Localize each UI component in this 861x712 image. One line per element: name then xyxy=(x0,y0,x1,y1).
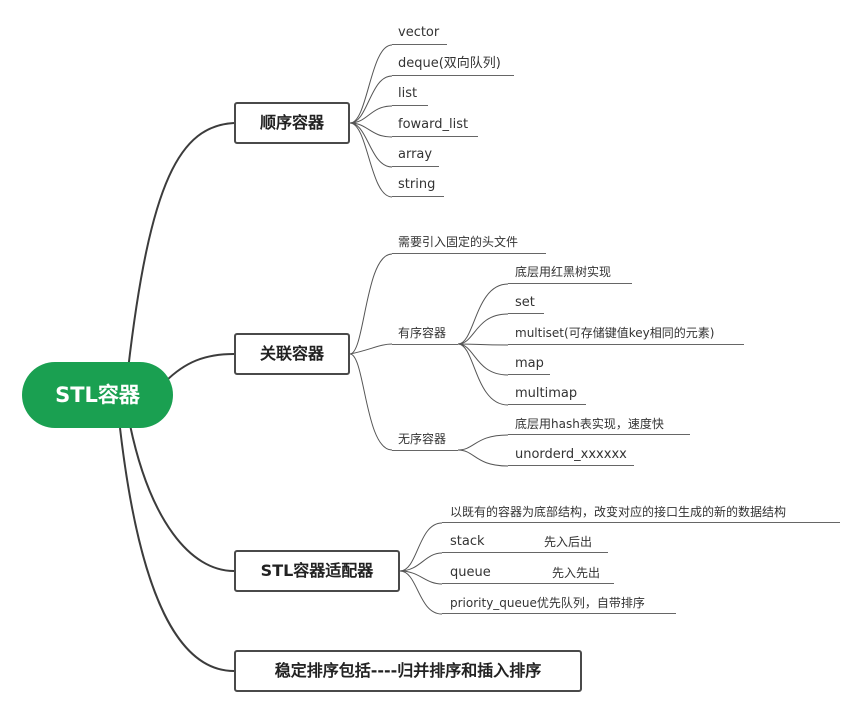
branch-sequence-containers[interactable]: 顺序容器 xyxy=(234,102,350,144)
leaf-queue-note: 先入先出 xyxy=(552,566,601,580)
underline xyxy=(392,105,428,106)
node-unordered-containers[interactable]: 无序容器 xyxy=(398,432,447,446)
underline xyxy=(392,253,546,254)
leaf-array[interactable]: array xyxy=(398,147,433,162)
leaf-stack-note: 先入后出 xyxy=(544,535,593,549)
leaf-string[interactable]: string xyxy=(398,177,436,192)
node-ordered-containers[interactable]: 有序容器 xyxy=(398,326,447,340)
root-node[interactable]: STL容器 xyxy=(22,362,173,428)
leaf-priority-queue[interactable]: priority_queue优先队列，自带排序 xyxy=(450,596,645,610)
branch-stable-sort[interactable]: 稳定排序包括----归并排序和插入排序 xyxy=(234,650,582,692)
underline xyxy=(508,404,586,405)
leaf-list[interactable]: list xyxy=(398,86,418,101)
underline xyxy=(392,344,458,345)
leaf-vector[interactable]: vector xyxy=(398,25,440,40)
branch-container-adapters[interactable]: STL容器适配器 xyxy=(234,550,400,592)
underline xyxy=(442,552,608,553)
leaf-queue[interactable]: queue xyxy=(450,565,491,580)
underline xyxy=(392,75,514,76)
leaf-foward-list[interactable]: foward_list xyxy=(398,117,469,132)
underline xyxy=(392,44,447,45)
leaf-red-black-tree[interactable]: 底层用红黑树实现 xyxy=(515,265,612,279)
leaf-set[interactable]: set xyxy=(515,295,535,310)
underline xyxy=(508,374,550,375)
leaf-hash-table[interactable]: 底层用hash表实现，速度快 xyxy=(515,417,664,431)
underline xyxy=(508,344,744,345)
underline xyxy=(392,196,444,197)
leaf-multiset[interactable]: multiset(可存储键值key相同的元素) xyxy=(515,326,715,340)
underline xyxy=(442,583,614,584)
leaf-header-note[interactable]: 需要引入固定的头文件 xyxy=(398,235,519,249)
underline xyxy=(392,450,458,451)
leaf-deque[interactable]: deque(双向队列) xyxy=(398,56,501,71)
underline xyxy=(508,465,634,466)
leaf-stack[interactable]: stack xyxy=(450,534,485,549)
underline xyxy=(392,136,478,137)
leaf-unorderd[interactable]: unorderd_xxxxxx xyxy=(515,447,627,462)
connector-root-associative xyxy=(164,353,235,383)
underline xyxy=(442,613,676,614)
underline xyxy=(508,313,544,314)
branch-associative-containers[interactable]: 关联容器 xyxy=(234,333,350,375)
leaf-multimap[interactable]: multimap xyxy=(515,386,578,401)
underline xyxy=(508,434,690,435)
underline xyxy=(392,166,439,167)
connector-root-sorting xyxy=(119,427,235,672)
leaf-map[interactable]: map xyxy=(515,356,544,371)
connector-root-sequence xyxy=(127,122,235,371)
underline xyxy=(508,283,632,284)
connector-root-adapter xyxy=(129,424,235,572)
leaf-adapter-description[interactable]: 以既有的容器为底部结构，改变对应的接口生成的新的数据结构 xyxy=(450,505,787,519)
underline xyxy=(442,522,840,523)
